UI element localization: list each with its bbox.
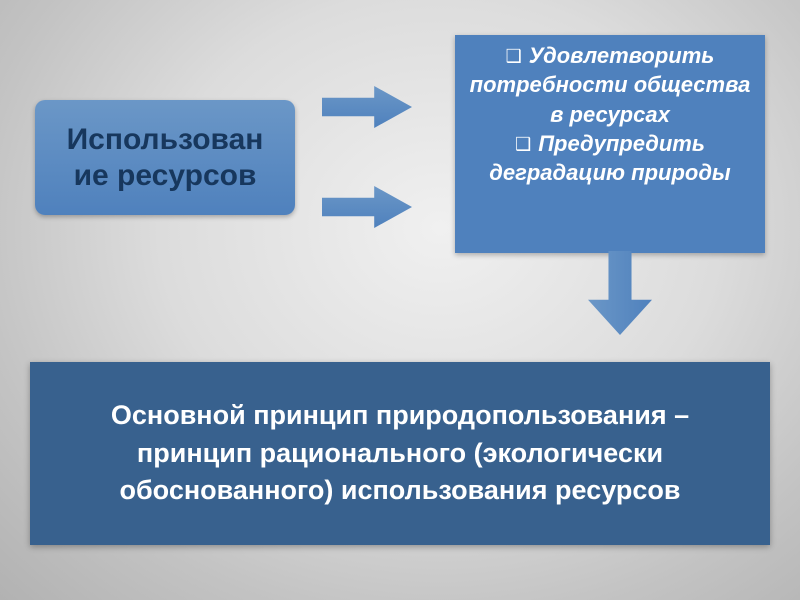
- checkbox-bullet-icon: ❑: [515, 133, 532, 154]
- down-arrow-icon: [588, 251, 652, 335]
- right-arrow-top-icon: [322, 86, 412, 128]
- goal-item-text: Предупредить деградацию природы: [489, 130, 731, 185]
- resource-use-box: Использование ресурсов: [35, 100, 295, 215]
- goals-box: ❑Удовлетворить потребности общества в ре…: [455, 35, 765, 253]
- principle-text: Основной принцип природопользования – пр…: [110, 399, 690, 506]
- principle-box: Основной принцип природопользования – пр…: [30, 362, 770, 545]
- goal-item: ❑Удовлетворить потребности общества в ре…: [469, 41, 751, 129]
- goal-item-text: Удовлетворить потребности общества в рес…: [469, 43, 751, 127]
- right-arrow-bottom-icon: [322, 186, 412, 228]
- goal-item: ❑Предупредить деградацию природы: [469, 129, 751, 188]
- checkbox-bullet-icon: ❑: [505, 46, 522, 66]
- resource-use-label: Использование ресурсов: [66, 122, 264, 192]
